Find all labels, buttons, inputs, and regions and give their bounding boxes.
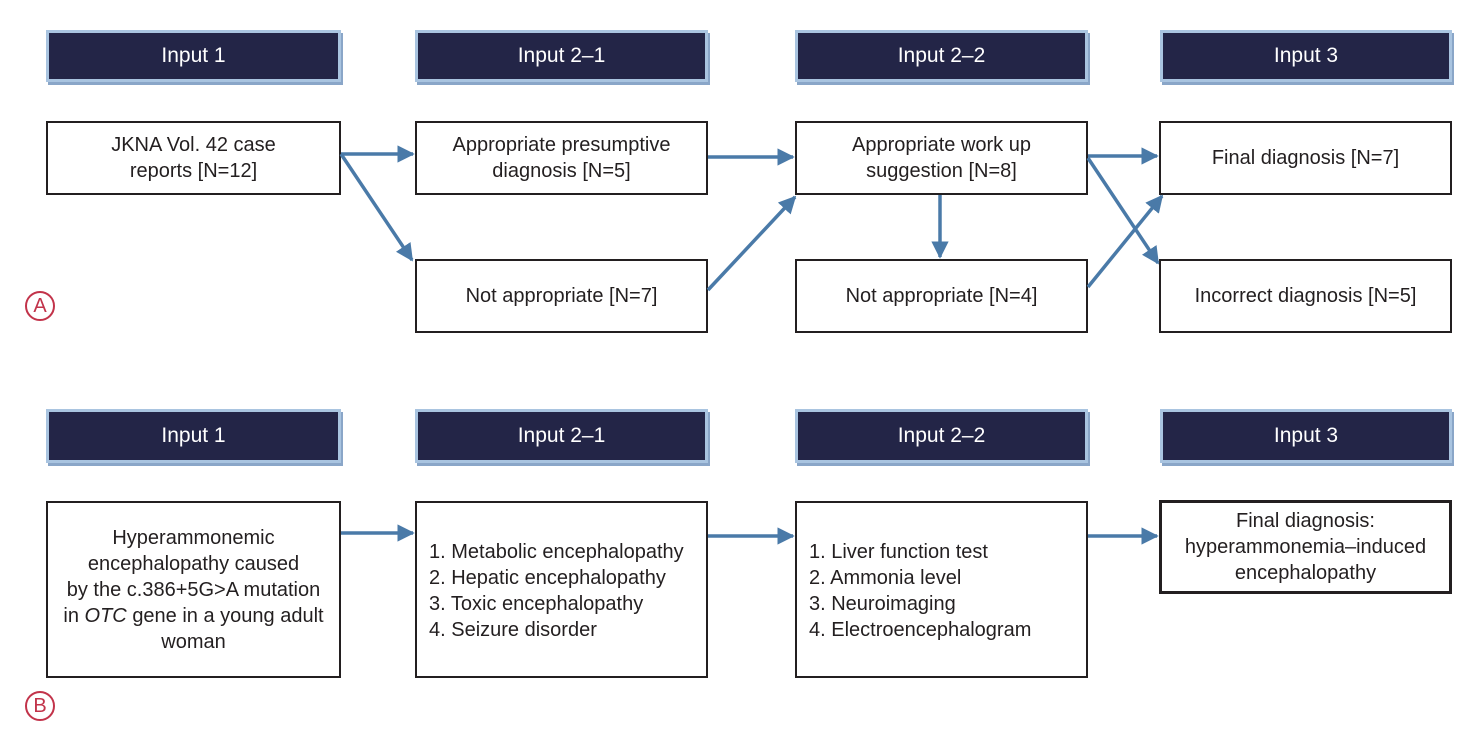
box-workup-suggestion: Appropriate work up suggestion [N=8]: [795, 121, 1088, 195]
box-final-diagnosis: Final diagnosis [N=7]: [1159, 121, 1452, 195]
differential-item-3: 3. Toxic encephalopathy: [429, 593, 644, 615]
case-line-2: encephalopathy caused: [87, 552, 300, 575]
case-line-4-rest: gene in a young adult: [132, 604, 324, 627]
box-presumptive-line-1: Appropriate presumptive: [452, 134, 671, 156]
final-line-3: encephalopathy: [1234, 562, 1377, 584]
arrow-not-appropriate-to-final: [1086, 194, 1164, 289]
box-case-description: Hyperammonemic encephalopathy caused by …: [46, 501, 341, 678]
case-line-5: woman: [161, 630, 226, 653]
final-line-2: hyperammonemia–induced: [1184, 536, 1427, 558]
box-workup-line-1: Appropriate work up: [852, 134, 1031, 156]
box-case-reports-line-1: JKNA Vol. 42 case: [111, 134, 276, 156]
case-line-4: in OTC gene in a young adult: [63, 603, 323, 629]
case-line-4-prefix: in: [63, 604, 79, 627]
box-case-reports-line-2: reports [N=12]: [129, 160, 258, 182]
header-a-input-2-2: Input 2–2: [795, 30, 1088, 82]
differential-item-4: 4. Seizure disorder: [429, 619, 597, 641]
workup-item-1: 1. Liver function test: [809, 541, 988, 563]
header-b-input-2-2: Input 2–2: [795, 409, 1088, 463]
box-differential-diagnosis: 1. Metabolic encephalopathy 2. Hepatic e…: [415, 501, 708, 678]
final-line-1: Final diagnosis:: [1236, 510, 1375, 532]
header-a-input-1: Input 1: [46, 30, 341, 82]
box-presumptive-diagnosis: Appropriate presumptive diagnosis [N=5]: [415, 121, 708, 195]
panel-b-label: B: [25, 691, 55, 721]
workup-item-2: 2. Ammonia level: [809, 567, 962, 589]
workup-item-3: 3. Neuroimaging: [809, 593, 956, 615]
box-not-appropriate-1: Not appropriate [N=7]: [415, 259, 708, 333]
arrow-not-appropriate-to-workup: [706, 195, 797, 292]
box-workup-line-2: suggestion [N=8]: [866, 160, 1017, 182]
case-gene-name: OTC: [84, 604, 127, 627]
differential-item-2: 2. Hepatic encephalopathy: [429, 567, 666, 589]
case-line-3: by the c.386+5G>A mutation: [66, 578, 321, 601]
header-b-input-3: Input 3: [1160, 409, 1452, 463]
box-incorrect-diagnosis: Incorrect diagnosis [N=5]: [1159, 259, 1452, 333]
differential-item-1: 1. Metabolic encephalopathy: [429, 541, 684, 563]
box-final-diagnosis-b: Final diagnosis: hyperammonemia–induced …: [1159, 500, 1452, 594]
workup-item-4: 4. Electroencephalogram: [809, 619, 1032, 641]
arrow-cases-to-not-appropriate: [339, 153, 414, 262]
header-b-input-1: Input 1: [46, 409, 341, 463]
header-a-input-3: Input 3: [1160, 30, 1452, 82]
box-not-appropriate-2: Not appropriate [N=4]: [795, 259, 1088, 333]
panel-a-label: A: [25, 291, 55, 321]
header-b-input-2-1: Input 2–1: [415, 409, 708, 463]
header-a-input-2-1: Input 2–1: [415, 30, 708, 82]
box-case-reports: JKNA Vol. 42 case reports [N=12]: [46, 121, 341, 195]
case-line-1: Hyperammonemic: [112, 526, 275, 549]
box-workup-list: 1. Liver function test 2. Ammonia level …: [795, 501, 1088, 678]
box-presumptive-line-2: diagnosis [N=5]: [492, 160, 631, 182]
arrow-workup-to-incorrect: [1086, 157, 1160, 265]
